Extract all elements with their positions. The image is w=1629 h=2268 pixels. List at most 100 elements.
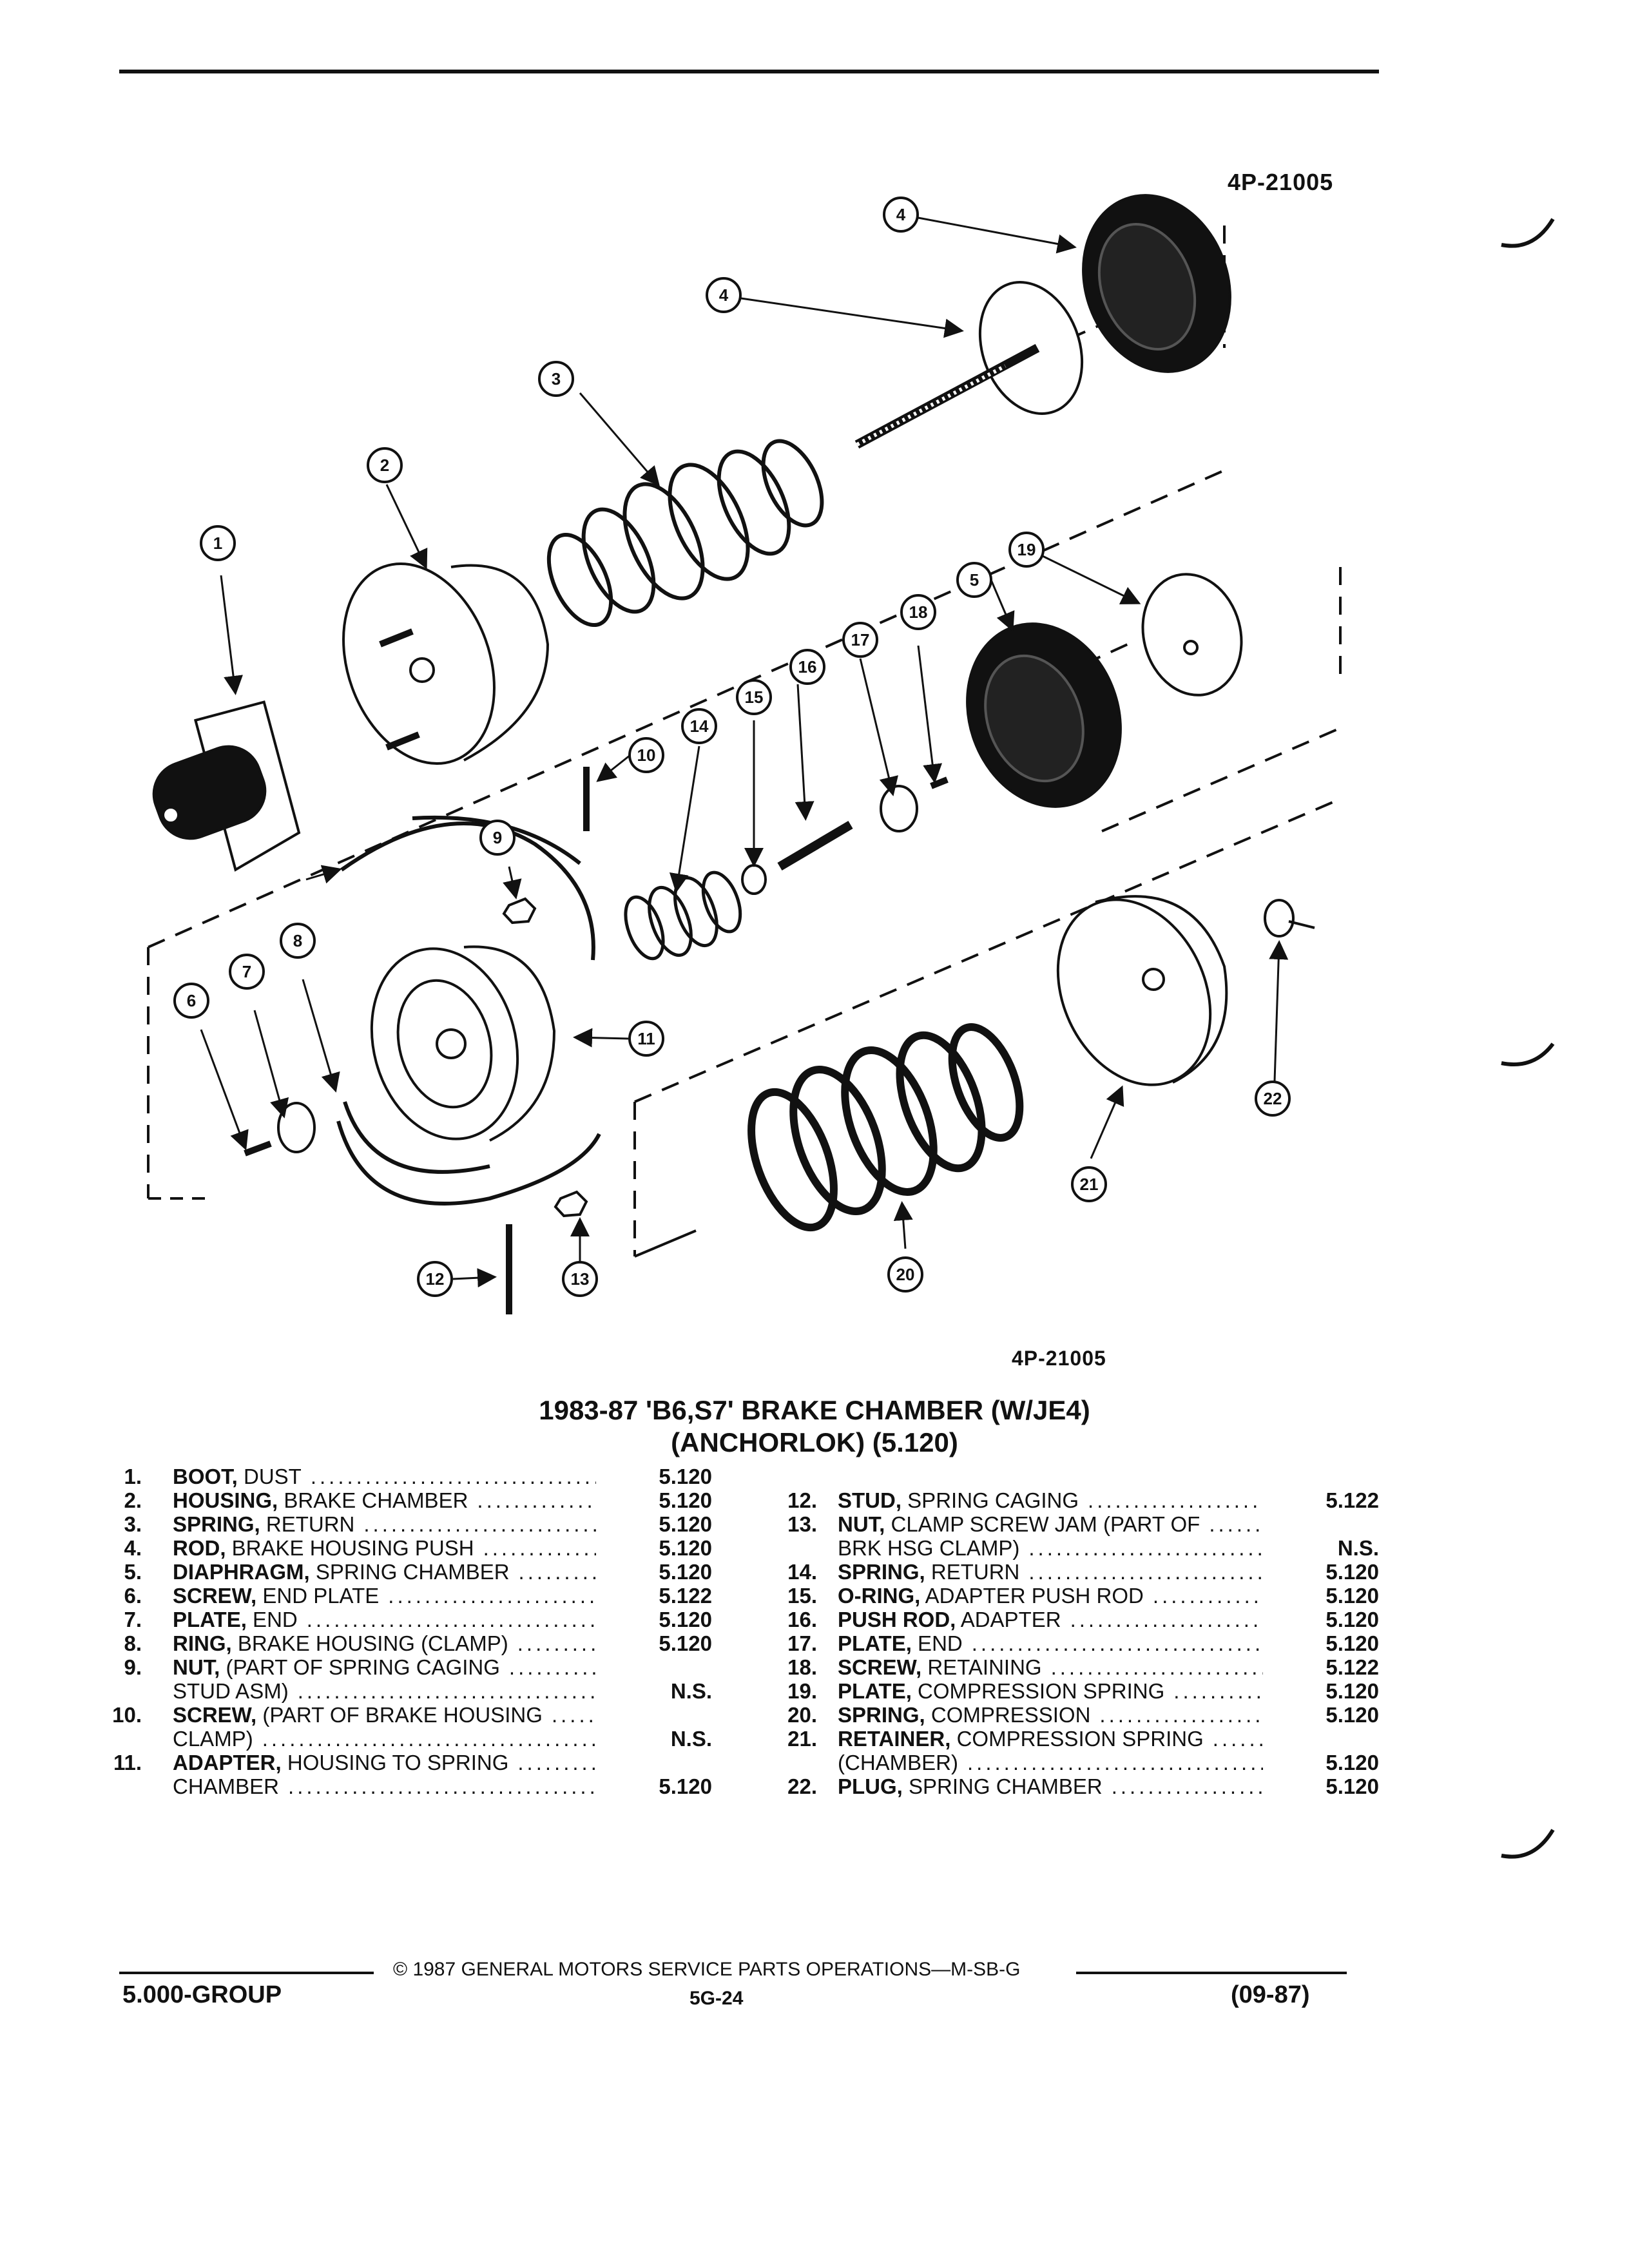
svg-text:12: 12 <box>426 1269 445 1289</box>
part-name: O-RING, ADAPTER PUSH ROD <box>838 1584 1144 1608</box>
part-group-code: 5.120 <box>1325 1560 1379 1584</box>
part-name: SPRING, RETURN <box>838 1560 1020 1584</box>
compression-spring-plate <box>1141 573 1243 697</box>
callout-17: 17 <box>842 622 878 658</box>
end-plate-screw <box>244 1140 272 1157</box>
top-rule <box>119 70 1379 73</box>
part-name: PUSH ROD, ADAPTER <box>838 1608 1061 1631</box>
svg-text:7: 7 <box>242 962 251 981</box>
part-number: 6. <box>124 1584 142 1608</box>
part-name: RING, BRAKE HOUSING (CLAMP) <box>173 1631 508 1655</box>
part-number: 17. <box>787 1631 817 1655</box>
svg-text:15: 15 <box>745 687 764 707</box>
callout-labels: 4 4 3 2 1 19 5 18 17 16 15 14 10 9 8 7 6… <box>173 197 1291 1297</box>
leader-dots: ........................................… <box>1152 1584 1263 1608</box>
leader-dots: ........................................… <box>388 1584 596 1608</box>
margin-marks <box>1501 218 1555 1859</box>
part-name: STUD ASM) <box>173 1679 289 1703</box>
compression-spring <box>747 1023 1024 1232</box>
callout-14: 14 <box>681 708 717 744</box>
figure-number-bottom: 4P-21005 <box>1012 1347 1106 1370</box>
compression-spring-retainer <box>1056 895 1228 1086</box>
part-number: 5. <box>124 1560 142 1584</box>
part-name: PLATE, END <box>838 1631 963 1655</box>
part-name: BRK HSG CLAMP) <box>838 1536 1020 1560</box>
end-plate <box>277 1102 316 1153</box>
part-number: 1. <box>124 1465 142 1488</box>
svg-text:14: 14 <box>690 716 709 736</box>
leader-dots: ........................................… <box>262 1727 596 1751</box>
callout-19: 19 <box>1008 532 1045 568</box>
callout-13: 13 <box>562 1261 598 1297</box>
part-number: 14. <box>787 1560 817 1584</box>
part-name: HOUSING, BRAKE CHAMBER <box>173 1488 468 1512</box>
part-group-code: 5.120 <box>1325 1703 1379 1727</box>
leader-dots: ........................................… <box>1111 1774 1263 1798</box>
svg-text:21: 21 <box>1080 1175 1099 1194</box>
part-name: BOOT, DUST <box>173 1465 302 1488</box>
leader-dots: ........................................… <box>483 1536 596 1560</box>
svg-text:4: 4 <box>719 285 729 305</box>
part-number: 13. <box>787 1512 817 1536</box>
part-number: 20. <box>787 1703 817 1727</box>
part-number: 18. <box>787 1655 817 1679</box>
svg-text:18: 18 <box>909 602 928 622</box>
part-group-code: 5.122 <box>659 1584 712 1608</box>
callout-3: 3 <box>538 361 574 397</box>
svg-text:13: 13 <box>571 1269 590 1289</box>
svg-text:2: 2 <box>380 456 389 475</box>
leader-dots: ........................................… <box>288 1774 596 1798</box>
footer-rule-right <box>1076 1972 1347 1974</box>
part-number: 4. <box>124 1536 142 1560</box>
part-name: (CHAMBER) <box>838 1751 958 1774</box>
title-line-1: 1983-87 'B6,S7' BRAKE CHAMBER (W/JE4) <box>539 1395 1090 1425</box>
callout-10: 10 <box>628 737 664 773</box>
svg-text:4: 4 <box>896 205 906 224</box>
part-name: PLATE, COMPRESSION SPRING <box>838 1679 1165 1703</box>
dust-boot <box>152 700 301 872</box>
part-name: STUD, SPRING CAGING <box>838 1488 1079 1512</box>
part-group-code: 5.120 <box>1325 1608 1379 1631</box>
svg-text:19: 19 <box>1017 540 1036 559</box>
part-name: SPRING, RETURN <box>173 1512 355 1536</box>
leader-lines <box>200 216 1289 1288</box>
push-rod-plate <box>854 281 1084 449</box>
callout-8-top: 8 <box>280 923 316 959</box>
leader-dots: ........................................… <box>363 1512 596 1536</box>
callout-12: 12 <box>417 1261 453 1297</box>
svg-text:5: 5 <box>970 570 979 590</box>
leader-dots: ........................................… <box>477 1488 596 1512</box>
svg-text:11: 11 <box>637 1029 655 1048</box>
housing-adapter <box>370 945 556 1142</box>
part-number: 10. <box>112 1703 142 1727</box>
leader-dots: ........................................… <box>1173 1679 1263 1703</box>
part-group-code: 5.122 <box>1325 1655 1379 1679</box>
leader-dots: ........................................… <box>1050 1655 1263 1679</box>
part-name: SPRING, COMPRESSION <box>838 1703 1091 1727</box>
leader-dots: ........................................… <box>967 1751 1263 1774</box>
part-group-code: 5.120 <box>659 1488 712 1512</box>
part-number: 15. <box>787 1584 817 1608</box>
leader-dots: ........................................… <box>517 1631 596 1655</box>
callout-6: 6 <box>173 983 209 1019</box>
svg-text:6: 6 <box>187 991 196 1010</box>
part-name: CLAMP) <box>173 1727 253 1751</box>
part-name: CHAMBER <box>173 1774 280 1798</box>
figure-number-top: 4P-21005 <box>1228 169 1334 195</box>
jam-nut <box>554 1190 588 1218</box>
part-name: ROD, BRAKE HOUSING PUSH <box>173 1536 474 1560</box>
part-number: 3. <box>124 1512 142 1536</box>
callout-22: 22 <box>1255 1081 1291 1117</box>
callout-5-lower: 5 <box>956 562 992 598</box>
leader-dots: ........................................… <box>310 1465 596 1488</box>
leader-dots: ........................................… <box>508 1655 596 1679</box>
part-name: SCREW, END PLATE <box>173 1584 380 1608</box>
callout-20: 20 <box>887 1256 923 1293</box>
part-group-code: 5.120 <box>659 1608 712 1631</box>
part-name: PLUG, SPRING CHAMBER <box>838 1774 1103 1798</box>
part-number: 9. <box>124 1655 142 1679</box>
part-name: SCREW, (PART OF BRAKE HOUSING <box>173 1703 543 1727</box>
part-group-code: 5.122 <box>1325 1488 1379 1512</box>
part-group-code: 5.120 <box>1325 1774 1379 1798</box>
